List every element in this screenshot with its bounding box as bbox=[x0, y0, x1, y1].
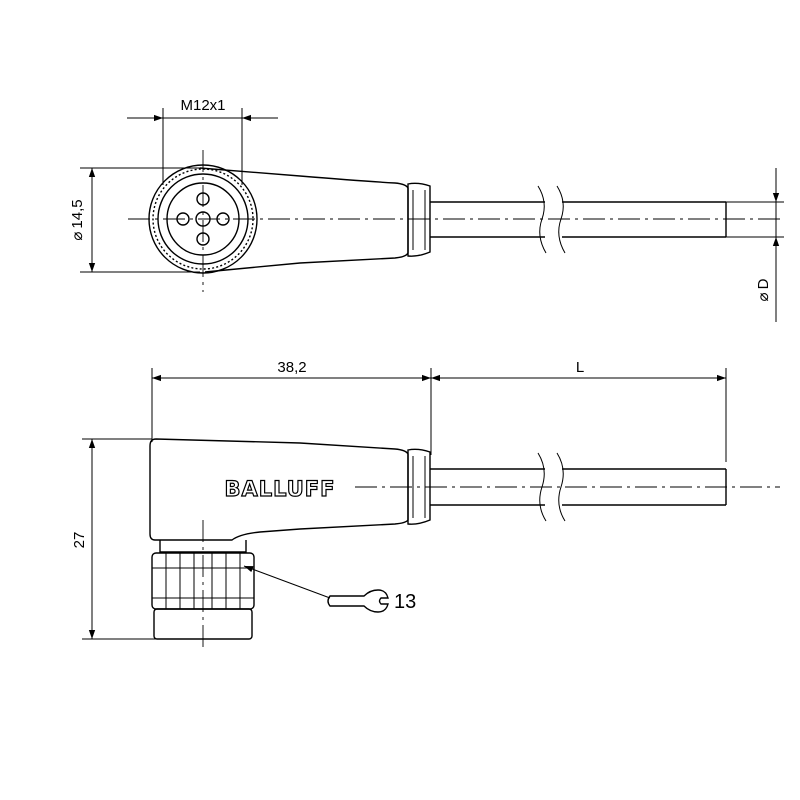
coupling-nut-side bbox=[151, 540, 255, 640]
cable-length-label: L bbox=[576, 359, 584, 376]
cable-diameter-label: ⌀D bbox=[755, 278, 772, 301]
brand-logo: BALLUFF bbox=[224, 477, 335, 501]
thread-dimension: M12x1 bbox=[127, 97, 278, 185]
wrench-icon bbox=[327, 589, 389, 613]
cable-diameter-value: D bbox=[755, 278, 772, 289]
cable-top bbox=[430, 185, 727, 254]
wrench-size-label: 13 bbox=[394, 591, 416, 613]
diameter-label: ⌀ 14,5 bbox=[69, 199, 86, 240]
thread-label: M12x1 bbox=[180, 97, 225, 114]
cable-diameter-dimension: ⌀D bbox=[726, 168, 784, 322]
side-view: 38,2 L 27 BALLUFF bbox=[71, 359, 780, 650]
top-view: M12x1 ⌀ 14,5 bbox=[69, 97, 784, 322]
diameter-value: 14,5 bbox=[69, 199, 86, 228]
length-label: 38,2 bbox=[277, 359, 306, 376]
wrench-callout: 13 bbox=[243, 565, 416, 613]
cable-length-dimension: L bbox=[431, 359, 727, 462]
connector-body-side bbox=[149, 438, 409, 541]
cable-diameter-symbol: ⌀ bbox=[755, 292, 772, 301]
diameter-dimension: ⌀ 14,5 bbox=[69, 167, 200, 273]
strain-relief-top bbox=[407, 182, 431, 257]
length-dimension: 38,2 bbox=[151, 359, 432, 455]
strain-relief-side bbox=[407, 448, 431, 525]
height-dimension: 27 bbox=[71, 438, 160, 640]
diameter-symbol: ⌀ bbox=[69, 232, 86, 241]
height-label: 27 bbox=[71, 532, 88, 549]
cable-side bbox=[430, 452, 727, 522]
